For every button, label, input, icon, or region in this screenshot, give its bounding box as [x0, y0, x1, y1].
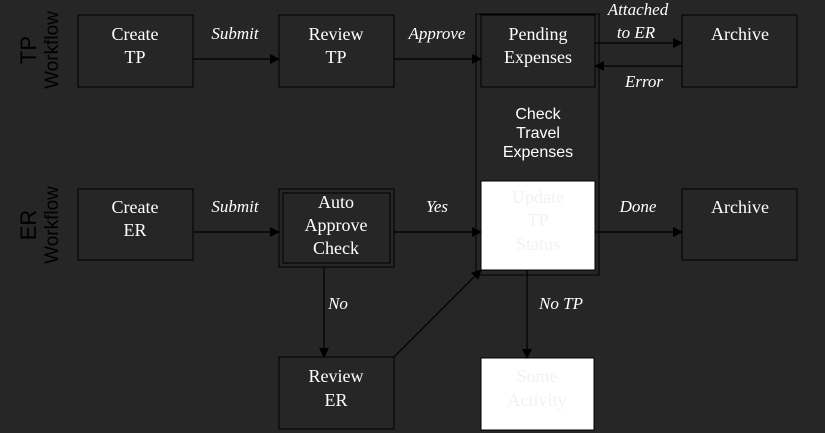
auto-approve-line2: Approve — [305, 215, 368, 235]
some-activity-line1: Some — [516, 366, 557, 386]
svg-text:TP: TP — [16, 36, 41, 64]
tp-workflow-lane-label: TP Workflow — [16, 11, 63, 89]
pending-expenses-node — [480, 14, 596, 88]
pending-expenses-line1: Pending — [508, 24, 567, 44]
create-tp-node — [77, 14, 194, 88]
review-tp-line1: Review — [309, 24, 364, 44]
create-tp-line1: Create — [112, 24, 159, 44]
check-travel-line1: Check — [515, 106, 561, 123]
review-tp-line2: TP — [325, 47, 346, 67]
attached-to-er-line2: to ER — [617, 23, 656, 42]
review-er-line1: Review — [309, 366, 364, 386]
some-activity-line2: Activity — [508, 390, 567, 410]
update-tp-line3: Status — [516, 234, 560, 254]
auto-approve-line1: Auto — [318, 192, 354, 212]
review-er-node — [278, 356, 395, 430]
submit-tp-label: Submit — [211, 24, 260, 43]
review-er-to-update-tp-arrow — [393, 269, 482, 358]
yes-label: Yes — [426, 197, 448, 216]
review-er-line2: ER — [324, 390, 347, 410]
create-er-line1: Create — [112, 197, 159, 217]
archive-er-label: Archive — [711, 197, 769, 217]
no-tp-label: No TP — [538, 294, 583, 313]
pending-expenses-line2: Expenses — [504, 47, 572, 67]
error-label: Error — [624, 72, 663, 91]
create-tp-line2: TP — [124, 47, 145, 67]
create-er-line2: ER — [123, 220, 146, 240]
no-label: No — [327, 294, 348, 313]
svg-text:Workflow: Workflow — [42, 186, 63, 264]
update-tp-status-node — [480, 180, 596, 271]
svg-text:Workflow: Workflow — [42, 11, 63, 89]
auto-approve-check-node — [278, 188, 395, 268]
approve-label: Approve — [408, 24, 466, 43]
check-travel-line2: Travel — [516, 125, 560, 142]
update-tp-line1: Update — [512, 187, 564, 207]
review-tp-node — [278, 14, 395, 88]
submit-er-label: Submit — [211, 197, 260, 216]
done-label: Done — [619, 197, 657, 216]
attached-to-er-line1: Attached — [607, 0, 669, 19]
archive-tp-label: Archive — [711, 24, 769, 44]
create-er-node — [77, 188, 194, 261]
some-activity-node — [480, 357, 595, 431]
svg-text:ER: ER — [16, 210, 41, 241]
archive-er-node — [681, 188, 798, 261]
update-tp-line2: TP — [527, 210, 548, 230]
check-travel-line3: Expenses — [503, 144, 573, 161]
auto-approve-line3: Check — [313, 238, 359, 258]
er-workflow-lane-label: ER Workflow — [16, 186, 63, 264]
archive-tp-node — [681, 14, 798, 88]
